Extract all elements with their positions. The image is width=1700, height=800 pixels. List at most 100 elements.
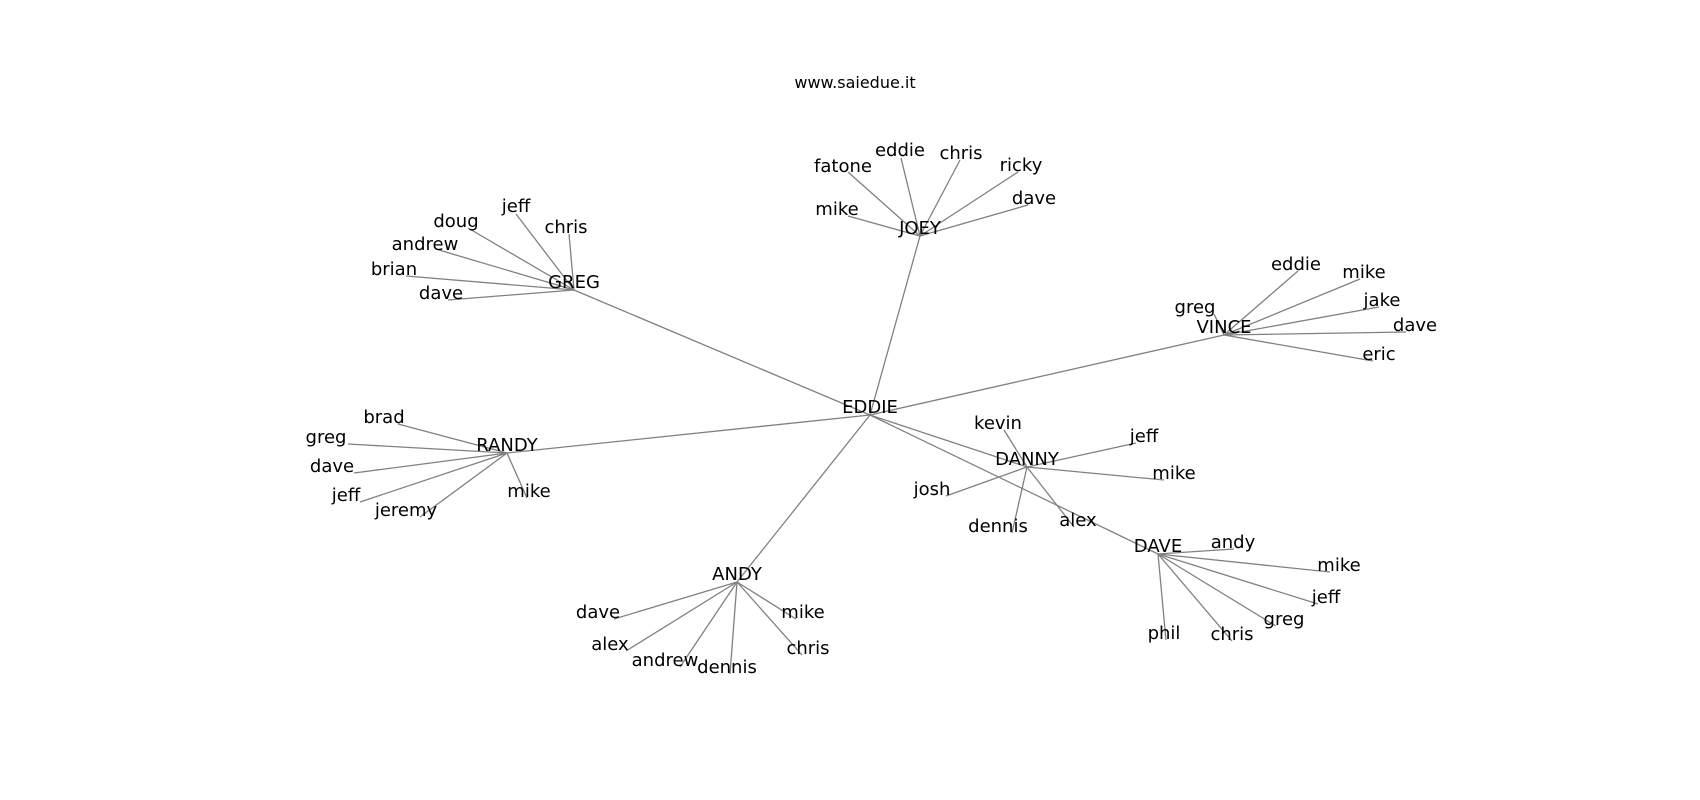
node-leaf-danny-jeff: jeff [1129, 426, 1159, 447]
node-leaf-andy-dave: dave [576, 602, 620, 623]
edge-dave-greg [1157, 553, 1277, 627]
node-root: EDDIE [842, 397, 898, 418]
node-leaf-joey-ricky: ricky [1000, 155, 1043, 176]
node-hub-vince: VINCE [1196, 317, 1251, 338]
edge-danny-jeff [1026, 442, 1137, 468]
edge-randy-mike [506, 452, 528, 499]
node-leaf-randy-dave: dave [310, 456, 354, 477]
edge-greg-brian [405, 275, 575, 291]
edge-andy-mike [736, 581, 797, 620]
node-leaf-andy-dennis: dennis [697, 657, 757, 678]
edge-dave-jeff [1157, 553, 1319, 605]
edge-joey-fatone [847, 171, 921, 237]
node-hub-greg: GREG [548, 272, 600, 293]
edge-joey-mike [847, 215, 921, 237]
edge-greg-jeff [515, 213, 575, 291]
edge-greg-dave [447, 289, 575, 301]
node-leaf-randy-jeff: jeff [331, 485, 361, 506]
edge-root-danny [869, 414, 1028, 468]
edge-danny-alex [1026, 466, 1075, 528]
node-leaf-randy-greg: greg [306, 427, 347, 448]
node-leaf-vince-jake: jake [1363, 290, 1401, 311]
node-leaf-danny-kevin: kevin [974, 413, 1022, 434]
node-leaf-danny-dennis: dennis [968, 516, 1028, 537]
edge-randy-jeremy [419, 452, 508, 518]
edge-vince-eric [1223, 334, 1374, 362]
edge-dave-chris [1157, 553, 1233, 642]
edge-danny-dennis [1011, 466, 1028, 534]
node-leaf-andy-andrew: andrew [632, 650, 699, 671]
edge-vince-dave [1223, 331, 1407, 336]
node-leaf-andy-mike: mike [781, 602, 824, 623]
node-leaf-andy-alex: alex [591, 634, 629, 655]
edge-danny-josh [945, 466, 1028, 497]
node-hub-danny: DANNY [995, 449, 1060, 470]
edge-greg-doug [467, 227, 575, 291]
node-leaf-greg-chris: chris [544, 217, 587, 238]
edge-randy-brad [397, 423, 508, 454]
node-leaf-vince-greg: greg [1175, 297, 1216, 318]
edge-vince-greg [1213, 313, 1225, 336]
node-leaf-greg-jeff: jeff [501, 196, 531, 217]
node-leaf-joey-dave: dave [1012, 188, 1056, 209]
edge-dave-mike [1157, 553, 1331, 573]
edge-vince-eddie [1223, 270, 1299, 336]
edge-andy-chris [736, 581, 803, 656]
node-leaf-dave-phil: phil [1148, 623, 1181, 644]
edge-joey-eddie [900, 157, 921, 237]
node-leaf-andy-chris: chris [786, 638, 829, 659]
edge-root-randy [506, 414, 871, 454]
edge-andy-dennis [729, 581, 738, 675]
edge-danny-mike [1026, 466, 1165, 481]
edge-randy-jeff [359, 452, 508, 503]
node-leaf-danny-josh: josh [913, 479, 951, 500]
edge-randy-dave [353, 452, 508, 474]
edge-vince-mike [1223, 278, 1361, 336]
node-leaf-dave-chris: chris [1210, 624, 1253, 645]
node-leaf-greg-doug: doug [433, 211, 478, 232]
edge-vince-jake [1223, 306, 1380, 336]
edge-greg-andrew [438, 249, 575, 291]
node-leaf-joey-fatone: fatone [814, 156, 872, 177]
node-leaf-randy-brad: brad [363, 407, 404, 428]
edge-danny-kevin [1003, 429, 1028, 468]
edge-randy-greg [347, 443, 508, 454]
node-leaf-dave-andy: andy [1211, 532, 1256, 553]
node-leaf-joey-mike: mike [815, 199, 858, 220]
edge-root-dave [869, 414, 1159, 555]
node-hub-randy: RANDY [476, 435, 538, 456]
node-leaf-vince-dave: dave [1393, 315, 1437, 336]
edge-andy-andrew [679, 581, 738, 668]
node-hub-joey: JOEY [898, 218, 942, 239]
edge-layer [347, 157, 1407, 675]
node-hub-andy: ANDY [712, 564, 763, 585]
edge-root-greg [573, 289, 871, 416]
edge-joey-chris [919, 159, 961, 237]
node-hub-dave: DAVE [1134, 536, 1182, 557]
edge-andy-alex [625, 581, 738, 652]
node-leaf-vince-mike: mike [1342, 262, 1385, 283]
node-leaf-greg-dave: dave [419, 283, 463, 304]
edge-root-joey [869, 235, 921, 416]
node-leaf-joey-eddie: eddie [875, 140, 925, 161]
edge-andy-dave [613, 581, 738, 620]
edge-joey-ricky [919, 171, 1019, 237]
node-leaf-joey-chris: chris [939, 143, 982, 164]
node-leaf-dave-mike: mike [1317, 555, 1360, 576]
node-leaf-dave-greg: greg [1264, 609, 1305, 630]
edge-dave-phil [1157, 553, 1167, 641]
edge-root-andy [736, 414, 871, 583]
node-leaf-dave-jeff: jeff [1311, 587, 1341, 608]
node-leaf-vince-eddie: eddie [1271, 254, 1321, 275]
node-leaf-randy-jeremy: jeremy [374, 500, 438, 521]
node-leaf-danny-mike: mike [1152, 463, 1195, 484]
site-title: www.saiedue.it [794, 73, 915, 92]
node-leaf-greg-brian: brian [371, 259, 417, 280]
edge-joey-dave [919, 204, 1029, 237]
edge-greg-chris [568, 233, 575, 291]
node-leaf-danny-alex: alex [1059, 510, 1097, 531]
edge-root-vince [869, 334, 1225, 416]
node-leaf-randy-mike: mike [507, 481, 550, 502]
